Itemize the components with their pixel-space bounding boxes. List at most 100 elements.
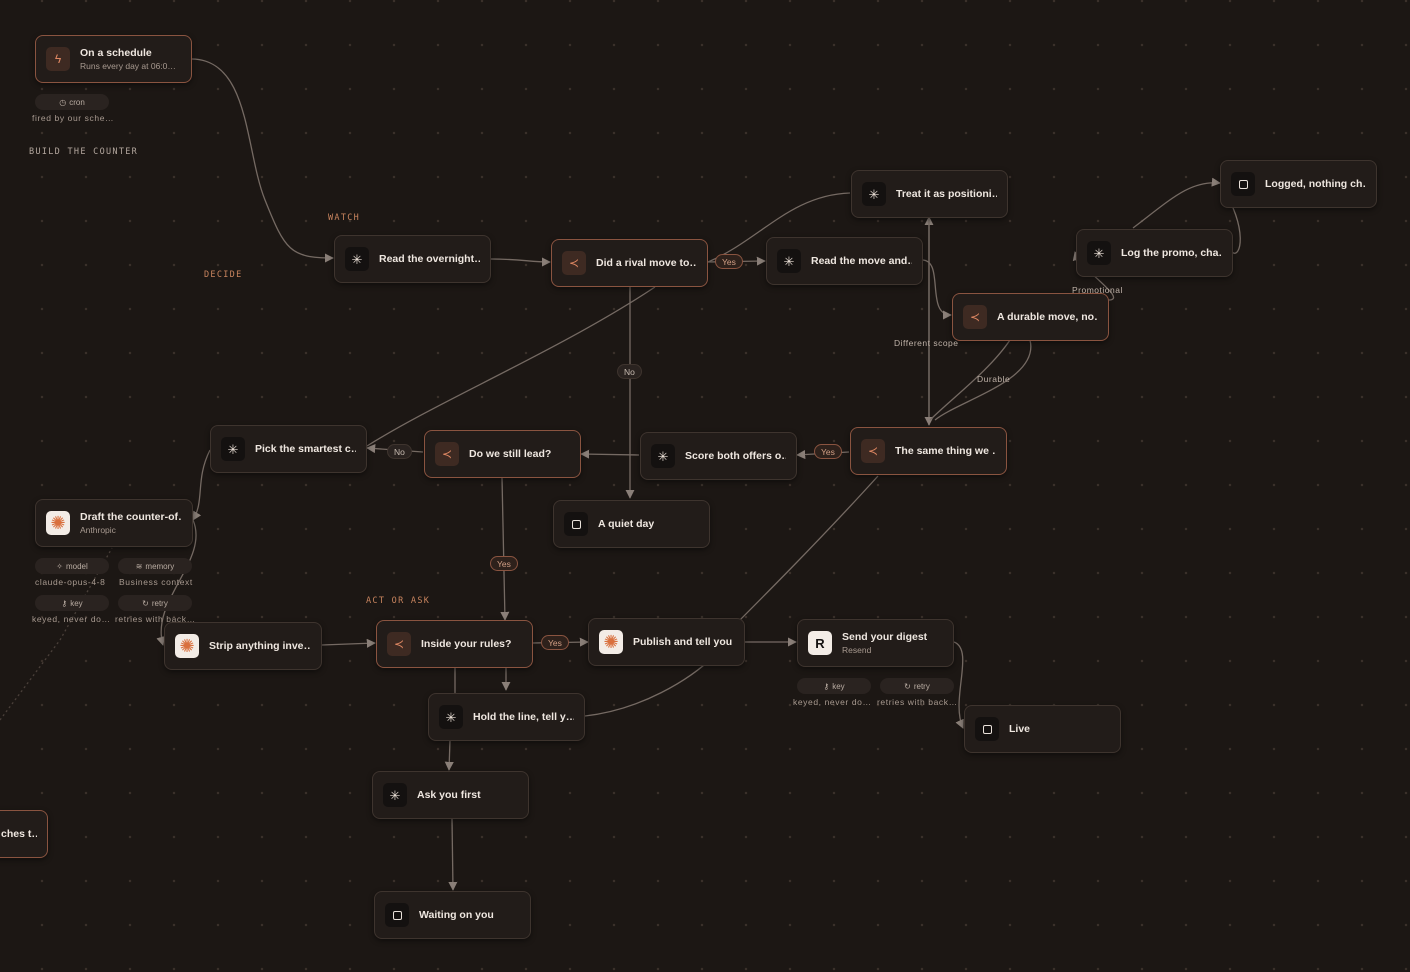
resend-node-send-digest[interactable]: R Send your digest Resend	[797, 619, 954, 667]
end-node-quiet-day[interactable]: A quiet day	[553, 500, 710, 548]
attachment-pill-key[interactable]: ⚷ key	[35, 595, 109, 611]
edge-label-promotional: Promotional	[1072, 284, 1123, 295]
edge	[192, 449, 211, 521]
key-icon: ⚷	[823, 681, 830, 691]
agent-icon: ✳	[651, 444, 675, 468]
edge	[156, 519, 197, 646]
edge	[444, 739, 454, 771]
edge-label-different-scope: Different scope	[894, 337, 959, 348]
node-title: Score both offers o…	[685, 450, 786, 462]
agent-node-read-overnight[interactable]: ✳ Read the overnight…	[334, 235, 491, 283]
sparkle-icon: ✧	[56, 561, 63, 571]
agent-icon: ✳	[1087, 241, 1111, 265]
edge	[707, 192, 851, 263]
branch-node-same-thing[interactable]: ≺ The same thing we …	[850, 427, 1007, 475]
node-title: Read the move and…	[811, 255, 912, 267]
clock-icon: ◷	[59, 97, 67, 107]
end-node-waiting[interactable]: Waiting on you	[374, 891, 531, 939]
attachment-desc: claude-opus-4-8	[35, 577, 106, 587]
edge-label-no: No	[387, 444, 412, 459]
attachment-desc: keyed, never do…	[32, 614, 111, 624]
edge	[366, 286, 656, 447]
attachment-pill-cron[interactable]: ◷ cron	[35, 94, 109, 110]
pill-label: retry	[913, 681, 930, 691]
edge	[934, 339, 1032, 421]
node-title: Publish and tell you	[633, 636, 733, 648]
agent-icon: ✳	[345, 247, 369, 271]
edge	[500, 477, 510, 621]
anthropic-node-draft-counter[interactable]: ✺ Draft the counter-of… Anthropic	[35, 499, 193, 547]
end-icon	[975, 717, 999, 741]
agent-icon: ✳	[862, 182, 886, 206]
agent-node-score-offers[interactable]: ✳ Score both offers o…	[640, 432, 797, 480]
node-title: Treat it as positioni…	[896, 188, 997, 200]
retry-icon: ↻	[904, 681, 911, 691]
branch-icon: ≺	[435, 442, 459, 466]
anthropic-node-strip[interactable]: ✺ Strip anything inve…	[164, 622, 322, 670]
pill-label: model	[65, 561, 88, 571]
node-subtitle: Resend	[842, 645, 872, 655]
anthropic-node-publish[interactable]: ✺ Publish and tell you	[588, 618, 745, 666]
anthropic-icon: ✺	[599, 630, 623, 654]
pill-label: retry	[151, 598, 168, 608]
node-title: Waiting on you	[419, 909, 494, 921]
node-title: A quiet day	[598, 518, 655, 530]
agent-node-hold-line[interactable]: ✳ Hold the line, tell y…	[428, 693, 585, 741]
agent-node-ask-first[interactable]: ✳ Ask you first	[372, 771, 529, 819]
section-label-build: BUILD THE COUNTER	[29, 147, 139, 157]
end-icon	[385, 903, 409, 927]
attachment-pill-retry[interactable]: ↻ retry	[880, 678, 954, 694]
edge	[580, 449, 640, 459]
node-title: Did a rival move to…	[596, 257, 697, 269]
agent-icon: ✳	[439, 705, 463, 729]
attachment-pill-retry[interactable]: ↻ retry	[118, 595, 192, 611]
attachment-pill-memory[interactable]: ≋ memory	[118, 558, 192, 574]
node-title: Live	[1009, 723, 1031, 735]
node-title: Pick the smartest c…	[255, 443, 356, 455]
edge-label-yes: Yes	[814, 444, 842, 459]
node-title: Send your digest	[842, 631, 928, 643]
node-title: On a schedule	[80, 47, 152, 59]
pill-label: memory	[145, 561, 175, 571]
section-label-act: ACT OR ASK	[366, 596, 431, 606]
database-icon: ≋	[135, 561, 143, 571]
end-icon	[564, 512, 588, 536]
branch-node-inside-rules[interactable]: ≺ Inside your rules?	[376, 620, 533, 668]
edge-label-yes: Yes	[490, 556, 518, 571]
pill-label: cron	[69, 97, 85, 107]
branch-icon: ≺	[963, 305, 987, 329]
edge	[953, 641, 964, 729]
branch-node-rival-move[interactable]: ≺ Did a rival move to…	[551, 239, 708, 287]
node-title: A durable move, no…	[997, 311, 1098, 323]
edge	[448, 818, 458, 891]
agent-icon: ✳	[221, 437, 245, 461]
branch-node-durable-move[interactable]: ≺ A durable move, no…	[952, 293, 1109, 341]
attachment-pill-key[interactable]: ⚷ key	[797, 678, 871, 694]
edge-label-no: No	[617, 364, 642, 379]
branch-icon: ≺	[562, 251, 586, 275]
anthropic-icon: ✺	[46, 511, 70, 535]
end-node-logged[interactable]: Logged, nothing ch…	[1220, 160, 1377, 208]
attachment-desc: Business context	[119, 577, 193, 587]
branch-node-still-lead[interactable]: ≺ Do we still lead?	[424, 430, 581, 478]
node-title: The same thing we …	[895, 445, 996, 457]
node-title: Do we still lead?	[469, 448, 552, 460]
agent-node-log-promo[interactable]: ✳ Log the promo, cha…	[1076, 229, 1233, 277]
attachment-desc: keyed, never do…	[793, 697, 872, 707]
node-title: Log the promo, cha…	[1121, 247, 1222, 259]
agent-icon: ✳	[777, 249, 801, 273]
node-subtitle: Anthropic	[80, 525, 116, 535]
trigger-node-schedule[interactable]: ϟ On a schedule Runs every day at 06:0…	[35, 35, 192, 83]
attachment-pill-model[interactable]: ✧ model	[35, 558, 109, 574]
node-offscreen[interactable]: ches t…	[0, 810, 48, 858]
pill-label: key	[70, 598, 83, 608]
end-node-live[interactable]: Live	[964, 705, 1121, 753]
edge-label-durable: Durable	[977, 373, 1011, 384]
agent-node-pick-smartest[interactable]: ✳ Pick the smartest c…	[210, 425, 367, 473]
edge	[1132, 177, 1221, 229]
agent-node-read-move[interactable]: ✳ Read the move and…	[766, 237, 923, 285]
agent-node-positioning[interactable]: ✳ Treat it as positioni…	[851, 170, 1008, 218]
node-subtitle: Runs every day at 06:0…	[80, 61, 176, 71]
node-title: ches t…	[1, 828, 37, 840]
